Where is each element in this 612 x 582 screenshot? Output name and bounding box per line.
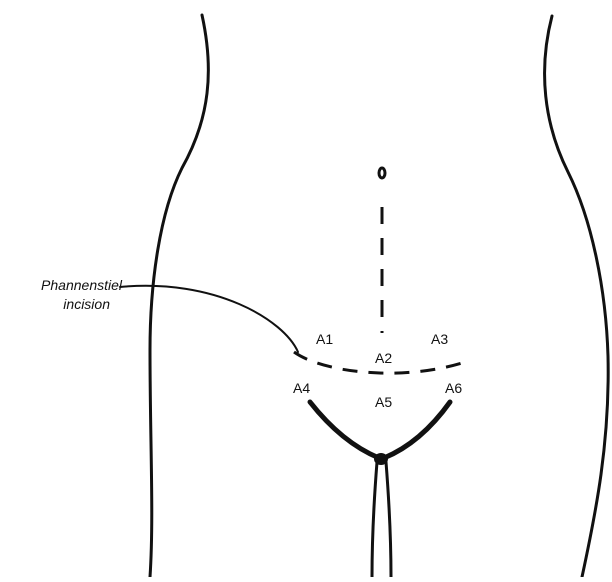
region-label-a2: A2: [375, 350, 392, 366]
region-label-a6: A6: [445, 380, 462, 396]
region-label-a4: A4: [293, 380, 310, 396]
umbilicus: [379, 168, 385, 178]
right-inguinal-fold: [384, 402, 450, 458]
left-torso-outline: [150, 15, 208, 577]
left-inner-thigh-line: [372, 462, 377, 577]
callout-label-line2: incision: [0, 294, 110, 314]
right-torso-outline: [545, 16, 609, 577]
region-label-a5: A5: [375, 394, 392, 410]
left-inguinal-fold: [310, 402, 379, 458]
region-label-a1: A1: [316, 331, 333, 347]
right-inner-thigh-line: [386, 462, 391, 577]
region-label-a3: A3: [431, 331, 448, 347]
callout-leader-line: [120, 286, 298, 352]
callout-label-line1: Phannenstiel: [0, 275, 122, 295]
